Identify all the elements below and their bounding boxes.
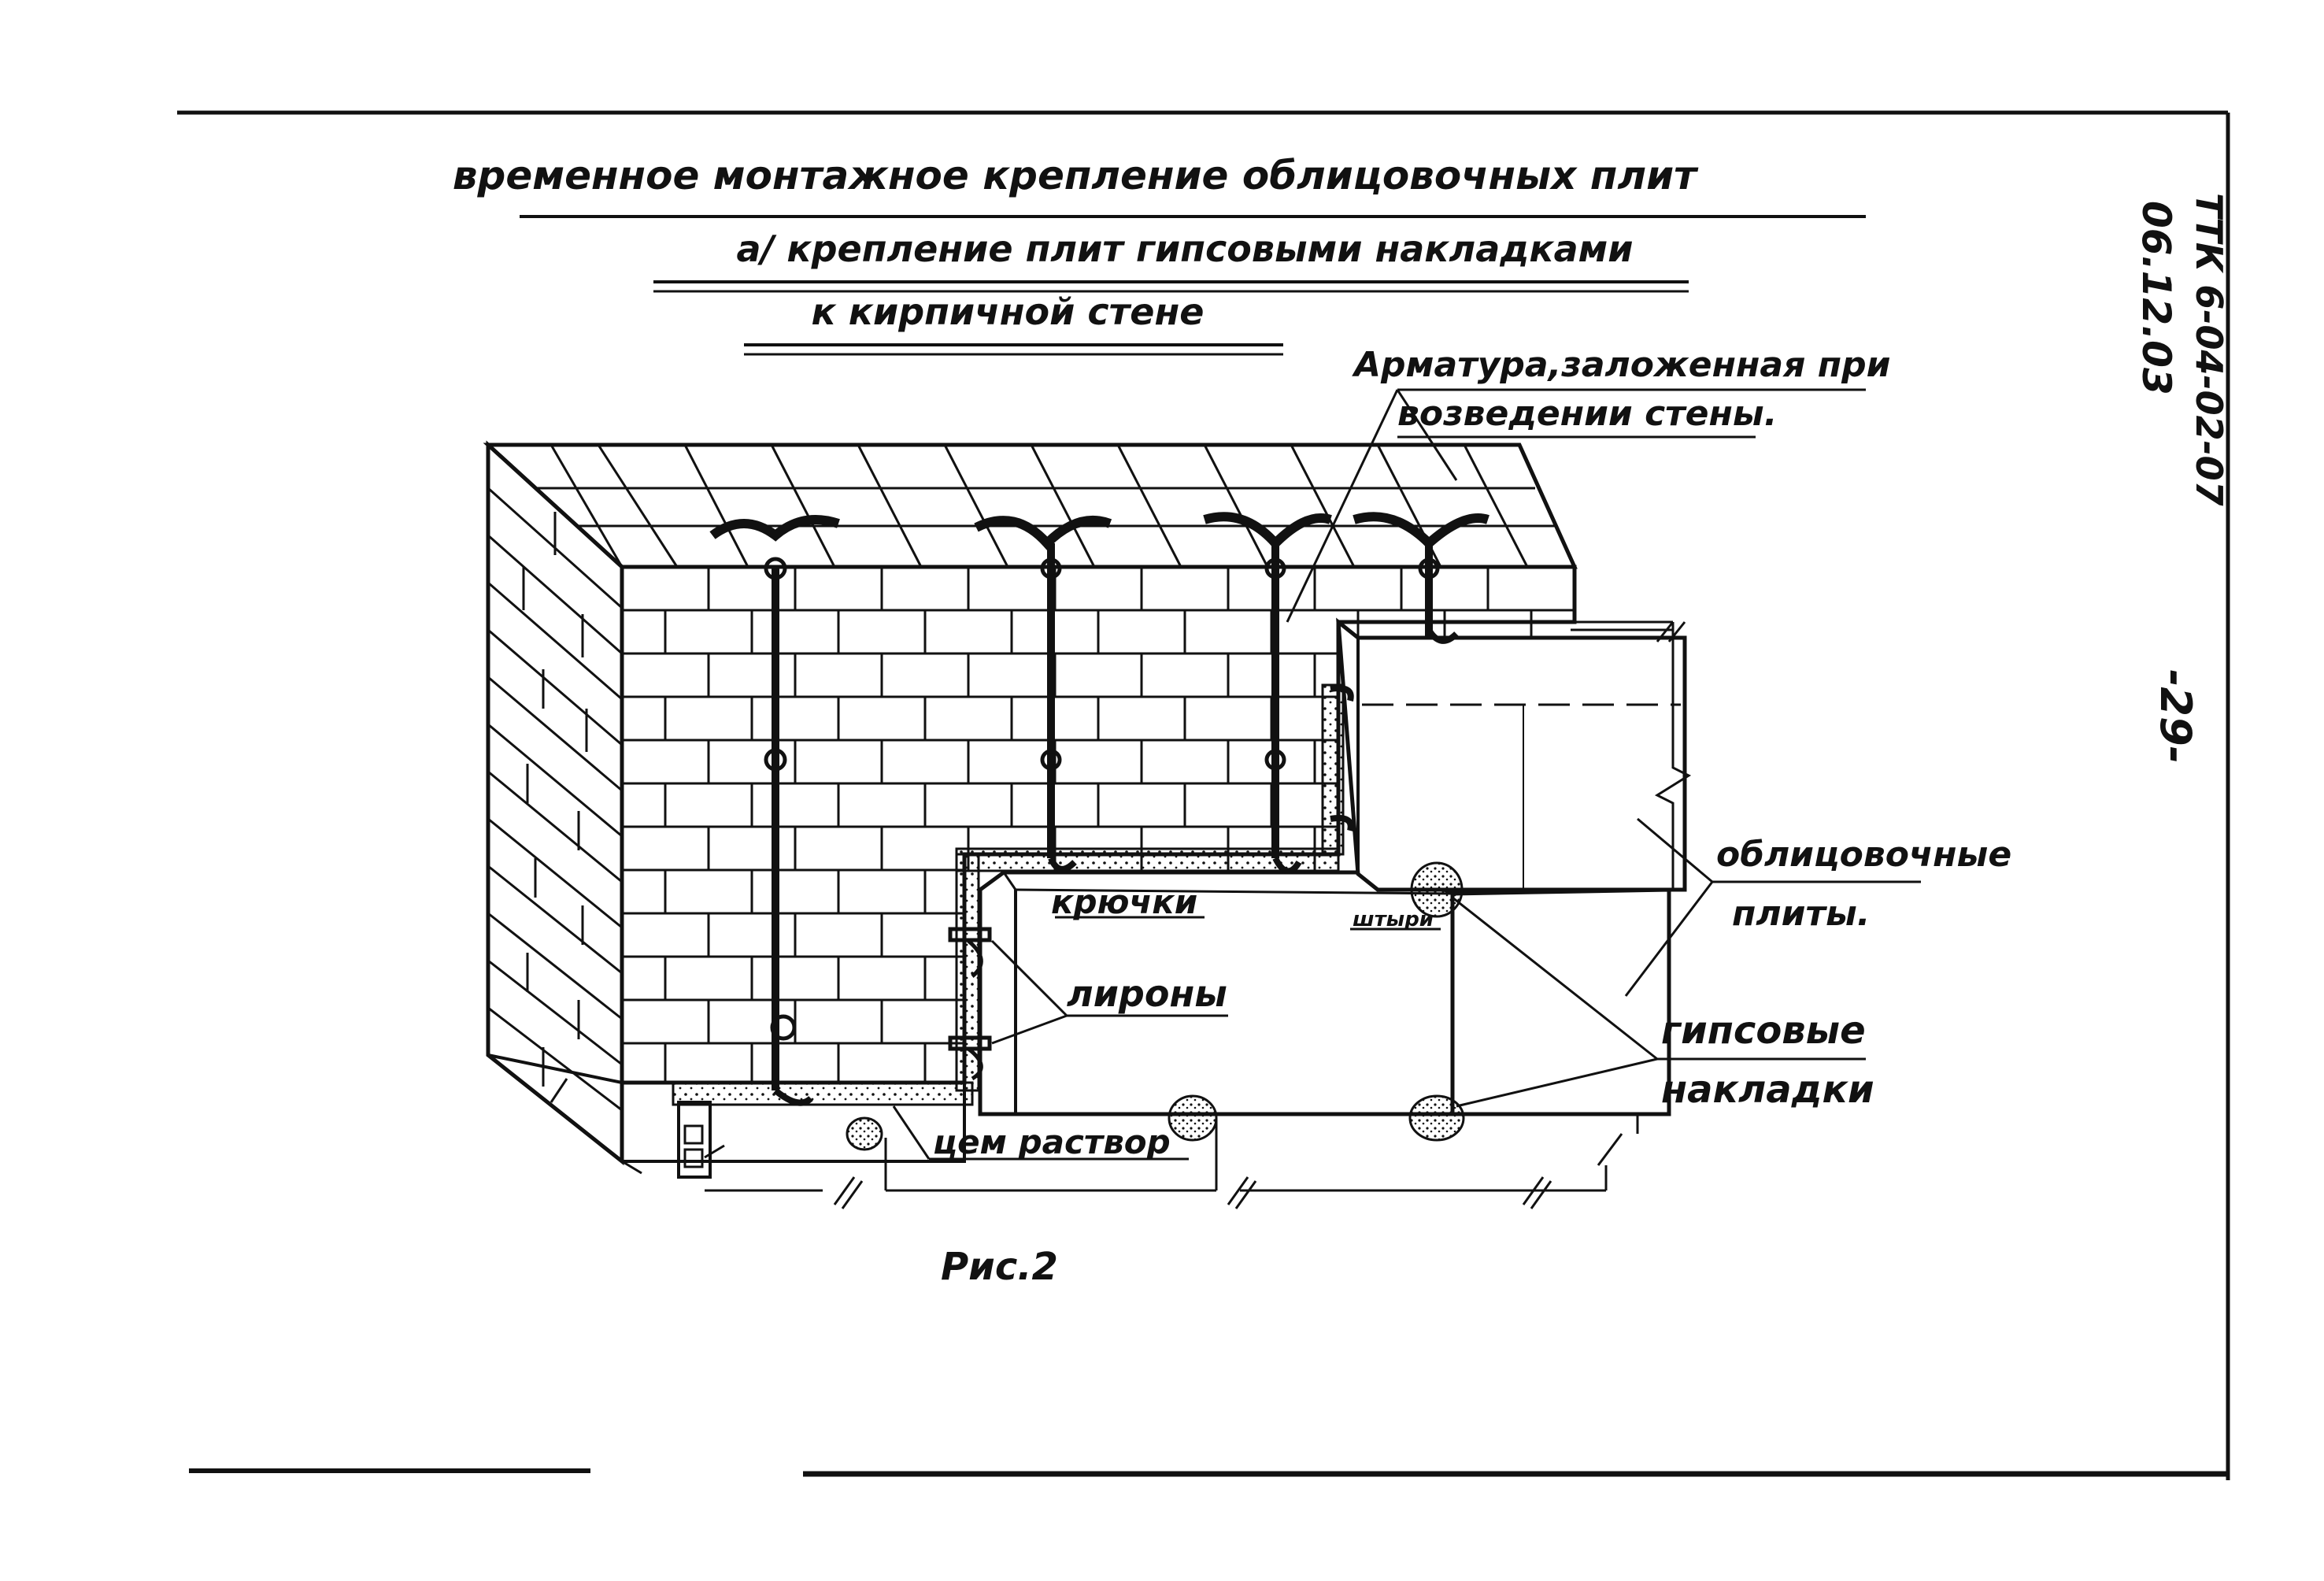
wall-side-bricks <box>487 487 623 1112</box>
armature-label-line-1: Арматура,заложенная при <box>1352 345 1890 385</box>
armature-rods <box>709 512 1490 1106</box>
mortar-right-strip <box>1321 683 1345 856</box>
facing-plate-upper <box>1336 617 1687 892</box>
lugs-label: лироны <box>1067 972 1227 1015</box>
cement-mortar-label: цем раствор <box>933 1123 1171 1161</box>
page-number-text: -29- <box>2151 669 2200 764</box>
document-code-line-2: 06.12.03 <box>2133 201 2179 395</box>
gypsum-pad-bottom-right <box>1408 1094 1465 1142</box>
gypsum-pad-bottom-mid <box>1168 1094 1218 1142</box>
figure-caption: Рис.2 <box>941 1245 1058 1289</box>
page-number: -29- <box>2151 669 2200 764</box>
mortar-bottom-strip <box>672 1081 974 1106</box>
dowel-label: штыри <box>1353 908 1434 931</box>
gypsum-pads-label-line-1: гипсовые <box>1661 1009 1866 1053</box>
armature-label-line-2: возведении стены. <box>1397 394 1777 434</box>
gypsum-pads <box>846 861 1465 1151</box>
facing-plates-label-line-1: облицовочные <box>1716 835 2011 875</box>
document-code-line-1: ТТК 6-04-02-07 <box>2188 193 2230 506</box>
leader-lines <box>892 388 1921 1161</box>
document-code: ТТК 6-04-02-07 06.12.03 <box>2133 193 2230 506</box>
gypsum-pads-label-line-2: накладки <box>1661 1068 1874 1112</box>
break-symbol <box>1654 622 1692 890</box>
title-line-3: к кирпичной стене <box>812 291 1205 333</box>
wall-top-face <box>483 442 1578 569</box>
title-line-2: а/ крепление плит гипсовыми накладками <box>737 228 1634 270</box>
facing-plates <box>978 617 1692 1116</box>
hooks-label: крючки <box>1051 883 1197 921</box>
dimension-line <box>677 621 1686 1209</box>
wall-base <box>487 1053 966 1163</box>
gypsum-pad-top <box>1410 861 1464 918</box>
brick-wall <box>483 440 1578 1175</box>
gypsum-pad-bottom-left <box>846 1116 883 1151</box>
facing-plates-label-line-2: плиты. <box>1732 894 1870 934</box>
title-line-1: временное монтажное крепление облицовочн… <box>453 153 1699 198</box>
